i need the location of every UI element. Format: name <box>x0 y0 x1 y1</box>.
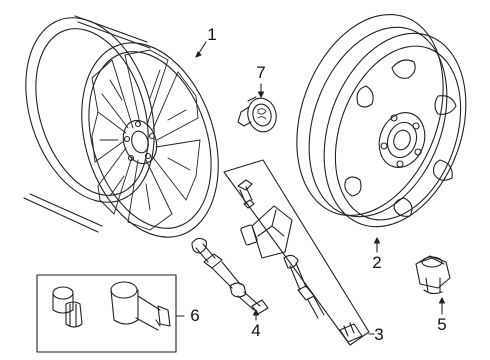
leader-4 <box>252 309 260 321</box>
center-cap <box>237 96 277 133</box>
alloy-wheel-spokes <box>91 49 201 231</box>
leader-5 <box>438 297 446 315</box>
callout-3: 3 <box>374 325 384 344</box>
callout-5: 5 <box>437 315 447 334</box>
wheel-lock-kit <box>36 274 177 353</box>
callout-4: 4 <box>251 321 261 340</box>
leader-1 <box>195 41 207 58</box>
leader-2 <box>373 237 381 253</box>
tpms-valve-stem <box>191 237 269 315</box>
callout-2: 2 <box>372 253 382 272</box>
spare-steel-wheel <box>296 13 467 228</box>
alloy-wheel <box>23 15 219 238</box>
tpms-sensor-kit <box>223 159 370 346</box>
lug-nut <box>415 255 451 295</box>
callout-6: 6 <box>190 306 200 325</box>
callout-7: 7 <box>256 63 266 82</box>
leader-7 <box>257 83 265 98</box>
callout-1: 1 <box>207 25 217 44</box>
